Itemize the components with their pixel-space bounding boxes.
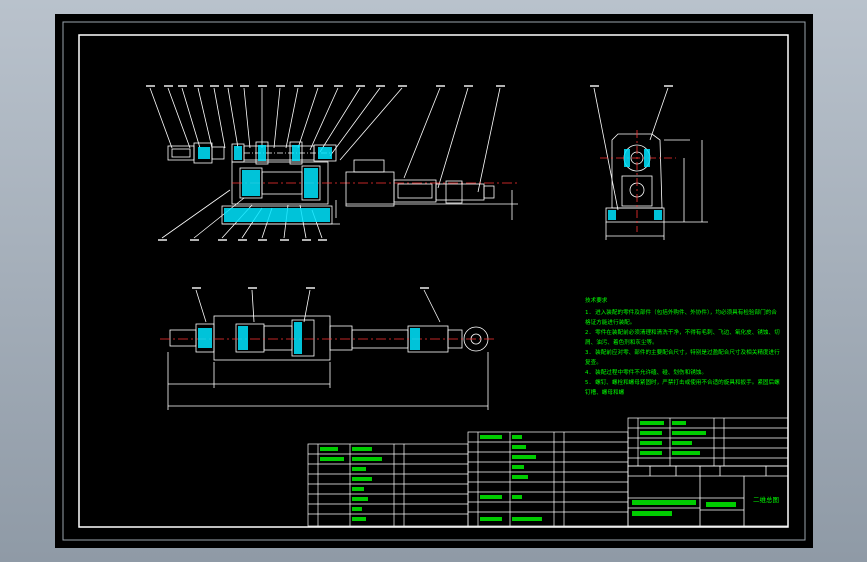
title-block-fill (632, 500, 736, 516)
tech-req-line: 复查。 (585, 358, 602, 366)
tech-req-line: 5. 螺钉、螺栓和螺母紧固时，严禁打击或使用不合适的旋具和扳手。紧固后螺 (585, 378, 780, 386)
side-view-hatch (608, 149, 662, 220)
inner-border (78, 34, 789, 528)
tech-req-line: 1. 进入装配的零件及部件（包括外购件、外协件），均必须具有检验部门的合 (585, 308, 777, 316)
drawing-title: 二维总图 (753, 495, 779, 504)
parts-list (307, 417, 789, 527)
section-hatch (198, 145, 332, 222)
tech-req-heading: 技术要求 (585, 296, 608, 304)
parts-list-text (320, 421, 706, 521)
side-view (590, 85, 708, 240)
top-view-hatch (198, 322, 420, 354)
outer-border (62, 21, 806, 541)
tech-req-line: 钉槽、螺母和螺 (585, 388, 625, 396)
leader-lines (149, 87, 501, 239)
balloon-marks (146, 85, 505, 241)
tech-req-line: 格证方能进行装配。 (585, 318, 635, 326)
title-block (627, 465, 789, 527)
technical-requirements: 技术要求 1. 进入装配的零件及部件（包括外购件、外协件），均必须具有检验部门的… (585, 296, 780, 396)
tech-req-line: 3. 装配前应对零、部件的主要配合尺寸，特别是过盈配合尺寸及相关精度进行 (585, 348, 780, 356)
top-view (160, 287, 496, 410)
tech-req-line: 屑、油污、着色剂和灰尘等。 (585, 338, 658, 346)
front-view (146, 85, 520, 241)
tech-req-line: 4. 装配过程中零件不允许磕、碰、划伤和锈蚀。 (585, 368, 707, 376)
tech-req-line: 2. 零件在装配前必须清理和清洗干净，不得有毛刺、飞边、氧化皮、锈蚀、切 (585, 328, 780, 336)
